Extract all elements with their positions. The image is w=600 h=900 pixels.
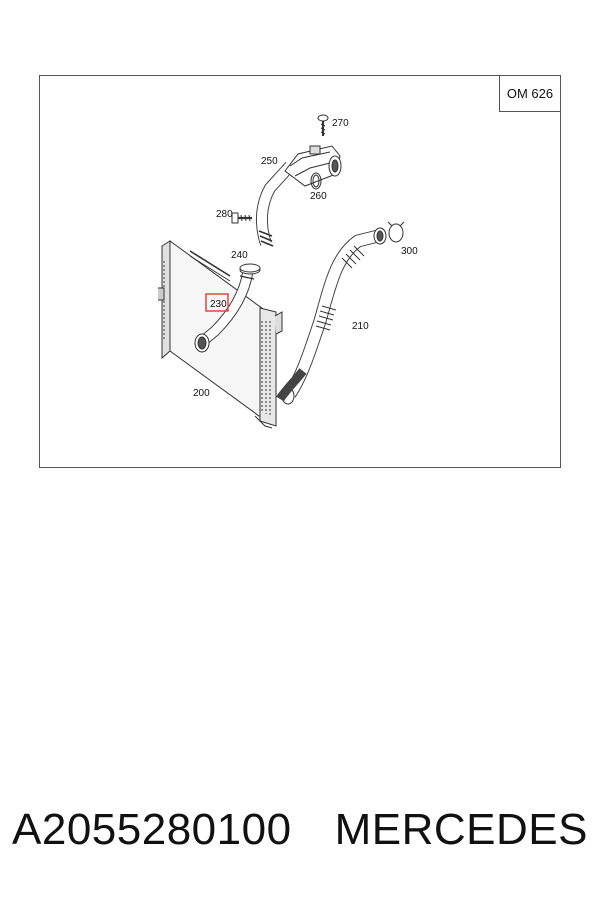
callout-240: 240 bbox=[231, 250, 248, 261]
product-caption: A2055280100 MERCEDES bbox=[12, 800, 588, 860]
callout-300: 300 bbox=[401, 246, 418, 257]
callout-230: 230 bbox=[210, 299, 227, 310]
callout-250: 250 bbox=[261, 156, 278, 167]
bolt-280 bbox=[231, 212, 252, 224]
hose-clamp-300 bbox=[387, 221, 405, 243]
parts-diagram-frame: OM 626 bbox=[39, 75, 561, 468]
callout-270: 270 bbox=[332, 118, 349, 129]
charge-air-pipe-250 bbox=[255, 145, 342, 247]
highlight-box-230 bbox=[205, 293, 229, 312]
seal-ring-260 bbox=[310, 172, 322, 190]
hose-clamp-240 bbox=[239, 263, 261, 275]
brand-name: MERCEDES bbox=[334, 805, 588, 854]
intercooler-radiator bbox=[158, 240, 283, 429]
callout-200: 200 bbox=[193, 388, 210, 399]
intercooler-parts-illustration: 200 210 230 240 250 260 270 280 300 bbox=[158, 114, 418, 429]
charge-air-hose-230 bbox=[194, 270, 255, 353]
screw-270 bbox=[317, 114, 329, 136]
callout-260: 260 bbox=[310, 191, 327, 202]
callout-210: 210 bbox=[352, 321, 369, 332]
engine-code-label: OM 626 bbox=[499, 76, 560, 112]
charge-air-hose-210 bbox=[276, 227, 387, 405]
part-number: A2055280100 bbox=[12, 805, 292, 854]
callout-280: 280 bbox=[216, 209, 233, 220]
